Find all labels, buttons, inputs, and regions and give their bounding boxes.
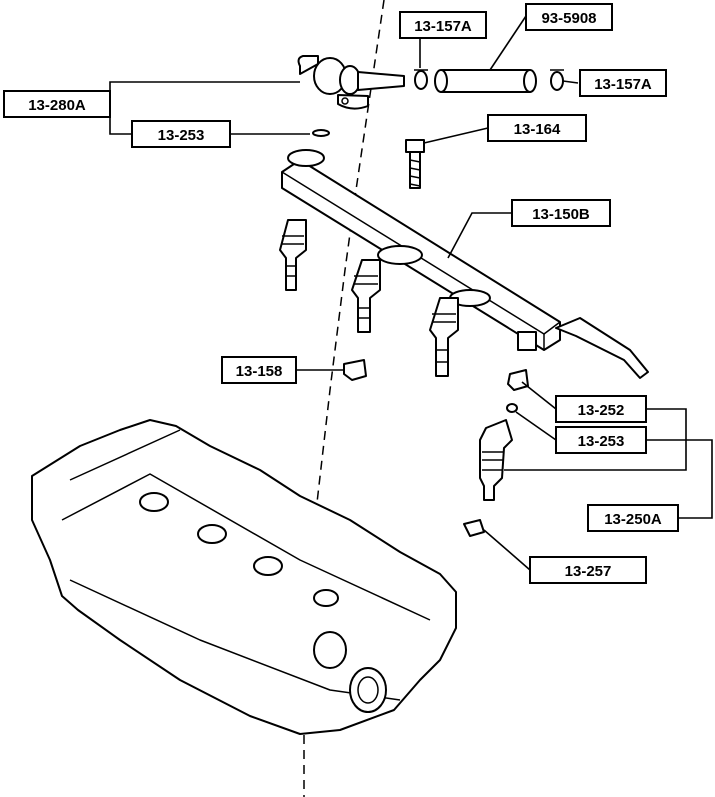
callout-clamp-left-text: 13-157A [414, 18, 472, 35]
hose-clamp-right [550, 69, 564, 91]
callout-o-ring-top-text: 13-253 [158, 127, 205, 144]
callout-fuel-rail-text: 13-150B [532, 206, 590, 223]
cylinder-head [31, 419, 457, 735]
callout-clamp-right: 13-157A [579, 69, 667, 97]
callout-hose-text: 93-5908 [541, 10, 596, 27]
insulator [343, 359, 367, 381]
callout-cushion-text: 13-252 [578, 402, 625, 419]
callout-reg-assy: 13-280A [3, 90, 111, 118]
fuel-rail [281, 149, 649, 379]
callout-insulator-text: 13-158 [236, 363, 283, 380]
callout-bolt-text: 13-164 [514, 121, 561, 138]
callout-injector-assy: 13-250A [587, 504, 679, 532]
callout-cushion: 13-252 [555, 395, 647, 423]
installed-injector-1 [279, 219, 307, 291]
installed-injector-2 [351, 259, 381, 333]
callout-bolt: 13-164 [487, 114, 587, 142]
mounting-bolt [405, 139, 425, 189]
callout-seal: 13-257 [529, 556, 647, 584]
callout-insulator: 13-158 [221, 356, 297, 384]
callout-fuel-rail: 13-150B [511, 199, 611, 227]
callout-seal-text: 13-257 [565, 563, 612, 580]
callout-hose: 93-5908 [525, 3, 613, 31]
callout-o-ring-top: 13-253 [131, 120, 231, 148]
fuel-hose [434, 69, 537, 93]
callout-injector-assy-text: 13-250A [604, 511, 662, 528]
callout-o-ring-inj-text: 13-253 [578, 433, 625, 450]
injector-cushion [507, 369, 529, 391]
alignment-centerlines [303, 0, 385, 797]
callout-clamp-right-text: 13-157A [594, 76, 652, 93]
installed-injector-3 [429, 297, 459, 377]
injector-seal [463, 519, 485, 537]
pressure-regulator [297, 55, 405, 110]
callout-reg-assy-text: 13-280A [28, 97, 86, 114]
fuel-injector [479, 419, 513, 501]
callout-clamp-left: 13-157A [399, 11, 487, 39]
callout-o-ring-inj: 13-253 [555, 426, 647, 454]
hose-clamp-left [414, 69, 428, 90]
o-ring-top [312, 129, 330, 137]
injector-o-ring [506, 403, 518, 413]
